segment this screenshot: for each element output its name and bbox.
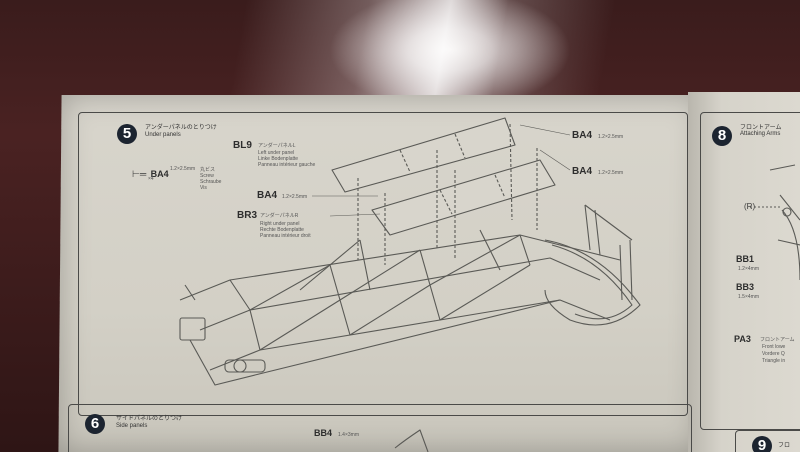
step6-title-en: Side panels [116, 423, 148, 429]
ba4-mid-code: BA4 [257, 190, 278, 201]
screw-legend: ⊢═ BA4 [132, 164, 169, 182]
step5-title-en: Under panels [145, 132, 181, 138]
pa3-jp: フロントアーム [760, 337, 795, 343]
bb3-size: 1.5×4mm [738, 294, 759, 300]
legend-code: BA4 [150, 169, 169, 179]
bb4-size: 1.4×3mm [338, 432, 359, 438]
step8-title-jp: フロントアーム [740, 125, 782, 131]
bb3-code: BB3 [736, 282, 755, 292]
br3-en: Right under panel [260, 221, 300, 227]
step5-title-jp: アンダーパネルのとりつけ [145, 125, 217, 131]
legend-jp: 丸ビス [200, 167, 216, 173]
bb1-code: BB1 [736, 254, 755, 264]
step5-panel [78, 112, 688, 416]
bl9-fr: Panneau intérieur gauche [258, 162, 316, 168]
bl9-code: BL9 [233, 140, 252, 151]
br3-jp: アンダーパネルR [260, 213, 299, 219]
legend-fr: Vis [200, 185, 207, 191]
legend-de: Schraube [200, 179, 222, 185]
step6-panel [68, 404, 692, 452]
step8-title-en: Attaching Arms [740, 131, 781, 137]
br3-code: BR3 [237, 210, 258, 221]
step9-title-jp: フロ [778, 443, 791, 449]
bl9-jp: アンダーパネルL [258, 143, 296, 149]
step8-panel [700, 112, 800, 430]
step9-number-badge: 9 [752, 436, 772, 452]
screw-icon: ⊢═ [132, 169, 147, 179]
legend-size: 1.2×2.5mm [170, 166, 196, 172]
ba4-top-code: BA4 [572, 130, 593, 141]
pa3-fr: Triangle in [762, 358, 786, 364]
step5-number-badge: 5 [117, 124, 137, 144]
instruction-page-right [688, 92, 800, 452]
pa3-de: Vordere Q [762, 351, 785, 357]
right-under-panel-shape [371, 159, 556, 236]
ba4-right-size: 1.2×2.5mm [598, 170, 624, 176]
ba4-top-size: 1.2×2.5mm [598, 134, 624, 140]
br3-de: Rechte Bodenplatte [260, 227, 304, 233]
pa3-en: Front lowe [762, 344, 786, 350]
ba4-right-code: BA4 [572, 166, 593, 177]
bb4-code: BB4 [314, 428, 333, 438]
ba4-mid-size: 1.2×2.5mm [282, 194, 308, 200]
legend-en: Screw [200, 173, 214, 179]
step8-r-label: (R) [744, 202, 756, 211]
pa3-code: PA3 [734, 334, 751, 344]
legend-qty: ×4 [148, 176, 154, 182]
left-under-panel-shape [331, 117, 516, 193]
br3-fr: Panneau intérieur droit [260, 233, 311, 239]
step6-number-badge: 6 [85, 414, 105, 434]
step9-panel [735, 430, 800, 452]
bl9-de: Linke Bodenplatte [258, 156, 299, 162]
step6-title-jp: サイドパネルのとりつけ [116, 416, 183, 422]
bb1-size: 1.2×4mm [738, 266, 759, 272]
step8-number-badge: 8 [712, 126, 732, 146]
bl9-en: Left under panel [258, 150, 295, 156]
